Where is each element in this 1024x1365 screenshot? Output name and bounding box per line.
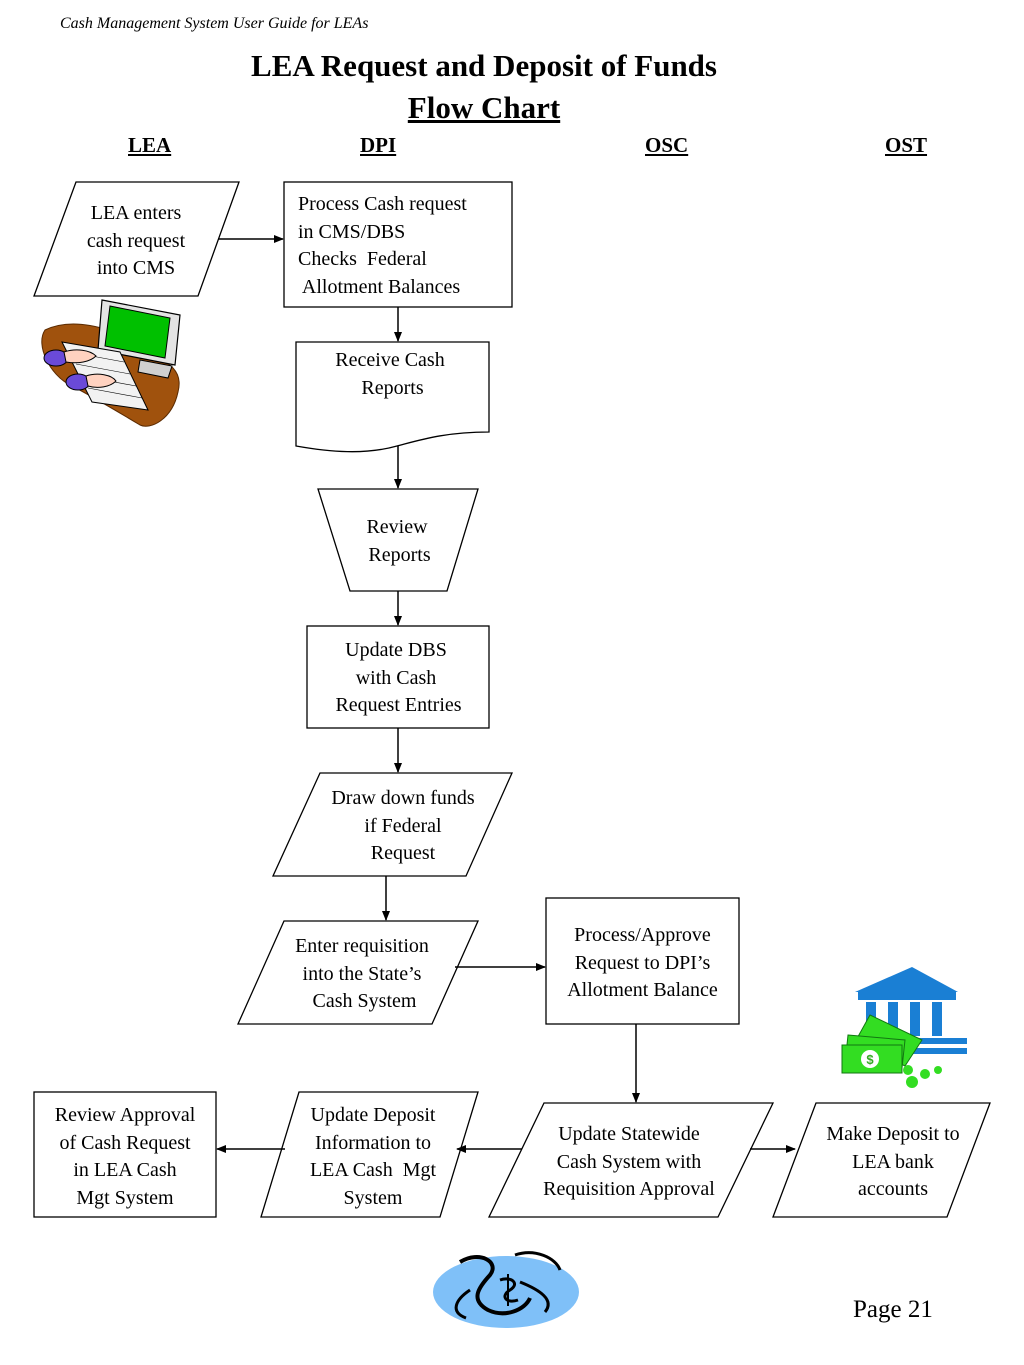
svg-text:$: $ (866, 1052, 874, 1067)
node-review-reports-shape (317, 488, 479, 592)
node-draw-down-shape (271, 772, 514, 877)
node-make-deposit-label: Make Deposit to LEA bank accounts (826, 1123, 960, 1200)
node-receive-reports-shape (295, 341, 490, 453)
lane-header-ost: OST (885, 133, 928, 157)
node-draw-down-label: Draw down funds if Federal Request (331, 787, 475, 864)
node-enter-requisition-label: Enter requisition into the State’s Cash … (295, 935, 429, 1012)
node-update-dbs-shape (306, 625, 490, 729)
document-header: Cash Management System User Guide for LE… (60, 15, 369, 32)
node-lea-enters-label: LEA enters cash request into CMS (86, 202, 186, 279)
node-update-deposit-label: Update Deposit Information to LEA Cash M… (309, 1104, 437, 1209)
node-receive-reports-label: Receive Cash Reports (335, 349, 445, 399)
lane-header-lea: LEA (128, 133, 172, 157)
node-process-cash-label: Process Cash request in CMS/DBS Checks F… (298, 193, 467, 298)
lane-header-dpi: DPI (360, 133, 397, 157)
node-review-approval-label: Review Approval of Cash Request in LEA C… (54, 1104, 196, 1209)
node-make-deposit-shape (772, 1102, 991, 1218)
computer-user-icon (41, 299, 181, 427)
money-bag-icon (433, 1251, 579, 1328)
node-process-approve-label: Process/Approve Request to DPI’s Allotme… (567, 924, 718, 1001)
node-process-approve-shape (545, 897, 740, 1025)
node-process-cash-shape (283, 181, 513, 308)
node-update-statewide-label: Update Statewide Cash System with Requis… (543, 1123, 715, 1200)
bank-money-icon: $ (841, 967, 967, 1088)
node-review-approval-shape (33, 1091, 217, 1218)
lane-header-osc: OSC (645, 133, 689, 157)
page-subtitle: Flow Chart (407, 90, 561, 125)
node-update-statewide-shape (487, 1102, 775, 1218)
node-lea-enters-shape (33, 181, 240, 297)
node-update-deposit-shape (260, 1091, 479, 1218)
node-review-reports-label: Review Reports (366, 516, 431, 566)
node-enter-requisition-shape (236, 920, 480, 1025)
node-update-dbs-label: Update DBS with Cash Request Entries (335, 639, 462, 716)
page-number: Page 21 (853, 1296, 933, 1323)
page-title: LEA Request and Deposit of Funds (251, 48, 717, 83)
